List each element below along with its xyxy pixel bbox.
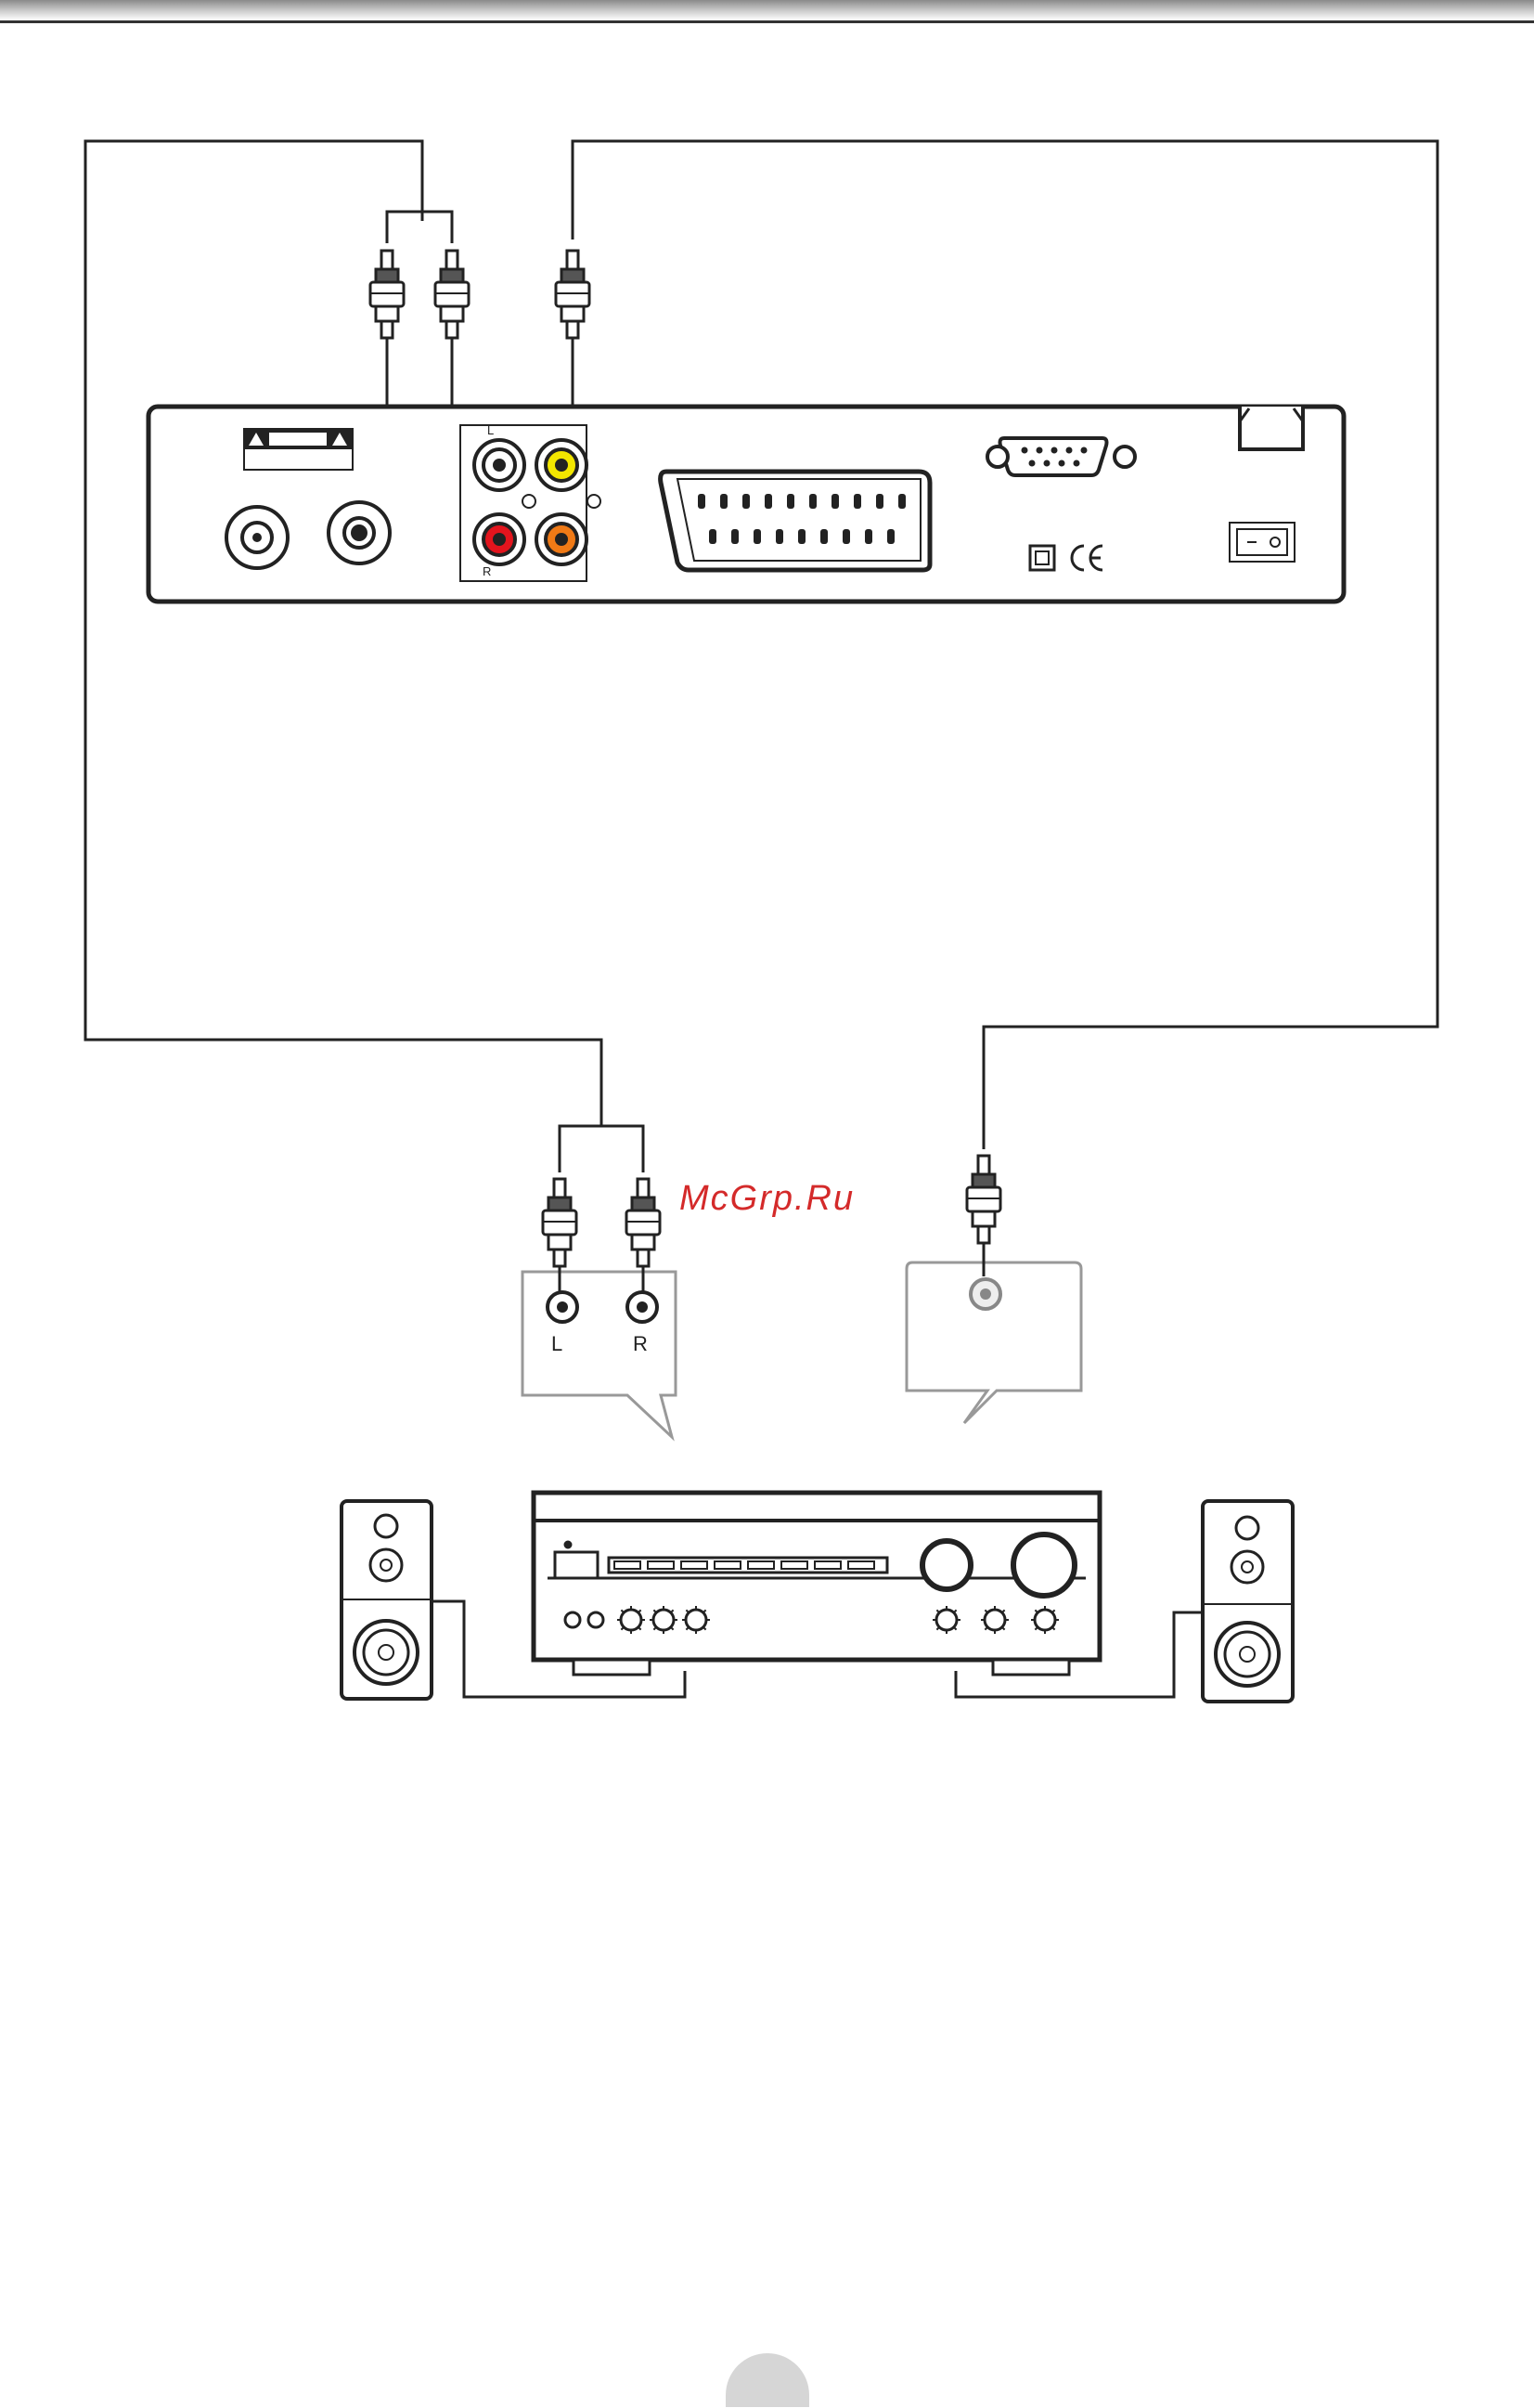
scart-pin bbox=[742, 494, 750, 509]
audio-system bbox=[342, 1493, 1293, 1702]
amp-left-label: L bbox=[551, 1332, 562, 1355]
display-segment bbox=[681, 1561, 707, 1569]
rs232-pin bbox=[1059, 460, 1065, 467]
scart-pin bbox=[865, 529, 872, 544]
scart-connector bbox=[661, 472, 930, 570]
rca-plug-video bbox=[556, 251, 589, 338]
receiver-rear-panel: L R bbox=[148, 407, 1344, 602]
audio-split-top bbox=[387, 212, 452, 243]
scart-pin bbox=[876, 494, 883, 509]
scart-pin bbox=[898, 494, 906, 509]
rca-plug-amp-digital bbox=[967, 1156, 1000, 1243]
panel-left-label: L bbox=[487, 423, 494, 437]
amplifier-knob bbox=[936, 1610, 957, 1630]
display-segment bbox=[815, 1561, 841, 1569]
amplifier-foot-left bbox=[574, 1660, 650, 1675]
mic-jack bbox=[588, 1612, 603, 1627]
power-cord bbox=[1240, 407, 1303, 449]
scart-pin bbox=[820, 529, 828, 544]
amplifier-knob bbox=[621, 1610, 641, 1630]
amplifier-knob bbox=[1035, 1610, 1055, 1630]
video-cable bbox=[573, 141, 1437, 1149]
amplifier-volume-knob bbox=[1013, 1534, 1075, 1596]
scart-pin bbox=[809, 494, 817, 509]
cables bbox=[85, 141, 1437, 1172]
scart-pin bbox=[843, 529, 850, 544]
scart-pin bbox=[709, 529, 716, 544]
headphone-jack bbox=[565, 1612, 580, 1627]
scart-pin bbox=[854, 494, 861, 509]
scart-pin bbox=[754, 529, 761, 544]
scart-pin bbox=[776, 529, 783, 544]
amplifier-knob bbox=[653, 1610, 674, 1630]
display-segment bbox=[748, 1561, 774, 1569]
scart-pin bbox=[720, 494, 728, 509]
audio-cable-to-amplifier bbox=[85, 141, 601, 1126]
rca-plug-amp-right bbox=[626, 1179, 660, 1266]
amplifier-knob bbox=[686, 1610, 706, 1630]
scart-pin bbox=[787, 494, 794, 509]
amp-right-label: R bbox=[633, 1332, 648, 1355]
rca-plug-amp-left bbox=[543, 1179, 576, 1266]
scart-pin bbox=[831, 494, 839, 509]
display-segment bbox=[848, 1561, 874, 1569]
amplifier-foot-right bbox=[993, 1660, 1069, 1675]
amplifier-selector-knob bbox=[922, 1541, 971, 1589]
display-segment bbox=[648, 1561, 674, 1569]
scart-pin bbox=[765, 494, 772, 509]
scart-pin bbox=[698, 494, 705, 509]
panel-right-label: R bbox=[483, 564, 491, 578]
rs232-pin bbox=[1081, 447, 1088, 454]
rs232-pin bbox=[1051, 447, 1058, 454]
rca-plug-left bbox=[370, 251, 404, 338]
scart-pin bbox=[731, 529, 739, 544]
rs232-pin bbox=[1074, 460, 1080, 467]
amplifier-knob bbox=[985, 1610, 1005, 1630]
rs232-pin bbox=[1022, 447, 1028, 454]
display-segment bbox=[614, 1561, 640, 1569]
rs232-pin bbox=[1029, 460, 1036, 467]
audio-split-bottom bbox=[560, 1126, 643, 1172]
watermark: McGrp.Ru bbox=[679, 1179, 855, 1219]
rs232-port bbox=[1000, 438, 1107, 475]
display-segment bbox=[781, 1561, 807, 1569]
scart-pin bbox=[798, 529, 806, 544]
rs232-pin bbox=[1037, 447, 1043, 454]
rca-plug-right bbox=[435, 251, 469, 338]
rs232-pin bbox=[1066, 447, 1073, 454]
scart-pin bbox=[887, 529, 895, 544]
amplifier-power-button bbox=[555, 1552, 598, 1578]
rs232-pin bbox=[1044, 460, 1051, 467]
display-segment bbox=[715, 1561, 741, 1569]
